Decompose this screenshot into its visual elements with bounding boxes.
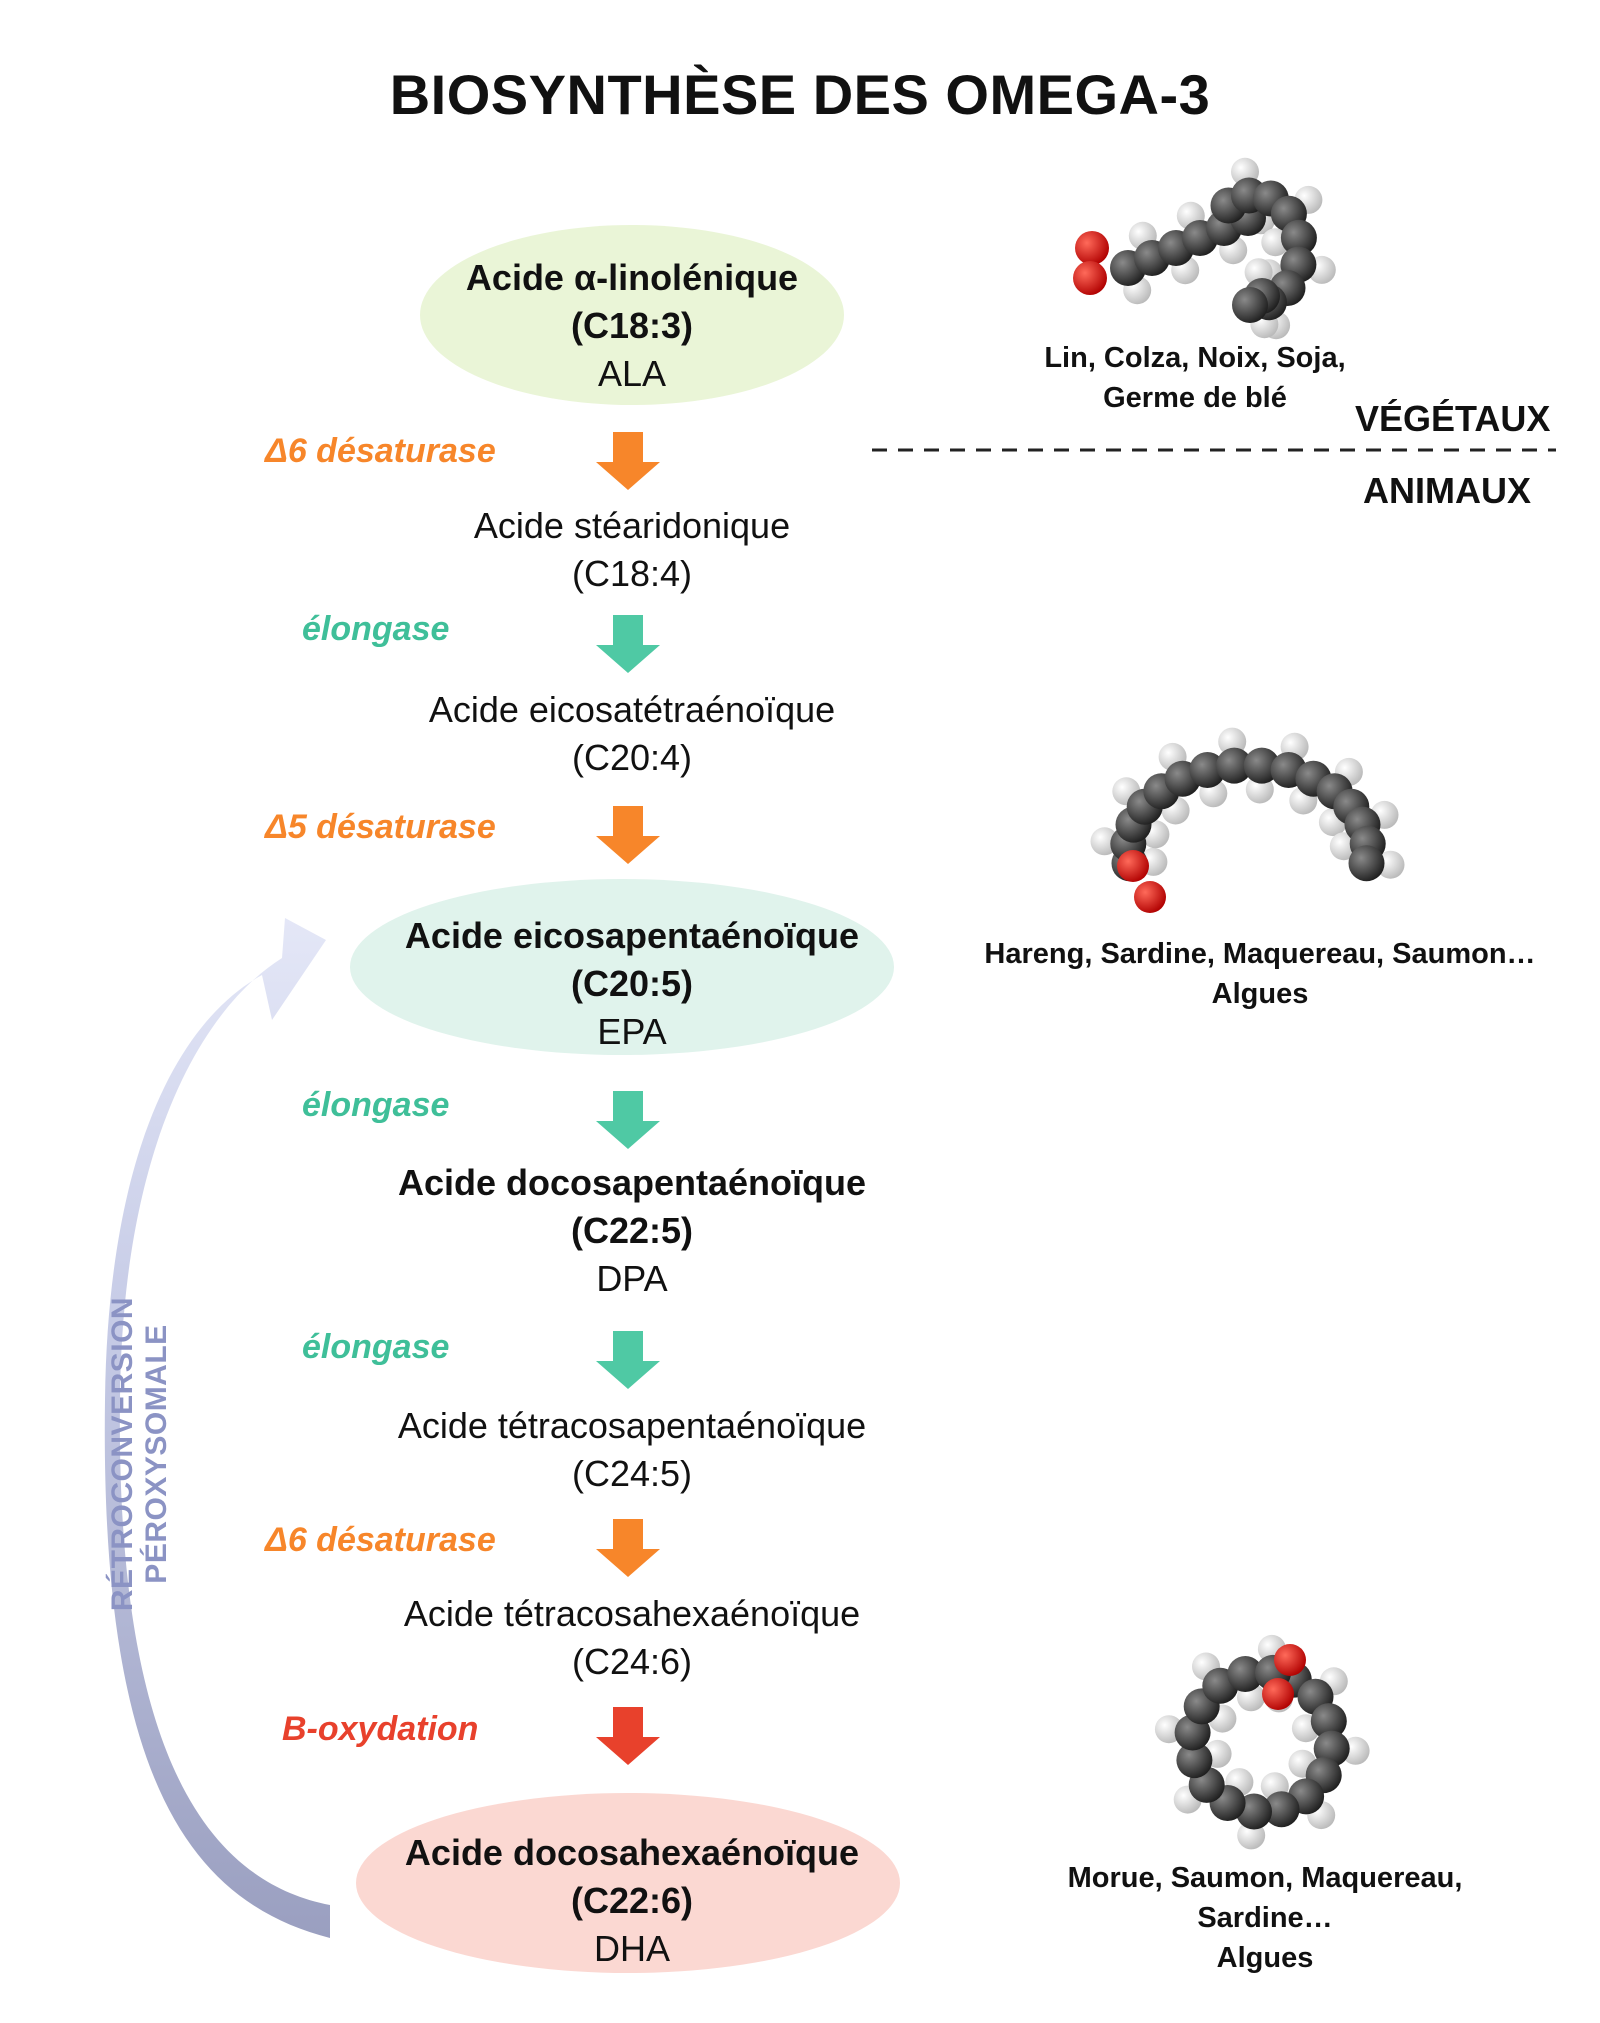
enzyme-delta6-desaturase-1: Δ6 désaturase: [265, 432, 496, 470]
source-fish-dha-line2: Sardine…: [1197, 1902, 1333, 1934]
dpa-formula: (C22:5): [570, 1210, 694, 1251]
ala-molecule-image: [1073, 157, 1336, 340]
carbon-atom: [1227, 1656, 1264, 1692]
label-vegetaux: VÉGÉTAUX: [1355, 398, 1551, 439]
oxygen-atom: [1117, 850, 1149, 882]
enzyme-elongase-3: élongase: [302, 1328, 450, 1366]
dha-formula: (C22:6): [570, 1880, 694, 1921]
arrow-elongase-3: [596, 1331, 660, 1389]
carbon-atom: [1216, 747, 1253, 784]
node-tetracosapenta: Acide tétracosapentaénoïque (C24:5): [322, 1402, 942, 1498]
epa-name: Acide eicosapentaénoïque: [404, 915, 860, 956]
tetracosapenta-formula: (C24:5): [571, 1453, 693, 1494]
oxygen-atom: [1134, 881, 1166, 913]
carbon-atom: [1189, 752, 1226, 788]
node-epa: Acide eicosapentaénoïque (C20:5) EPA: [322, 912, 942, 1056]
ala-abbr: ALA: [597, 353, 667, 394]
source-fish-epa: Hareng, Sardine, Maquereau, Saumon… Algu…: [930, 934, 1590, 1014]
carbon-atom: [1263, 1791, 1300, 1828]
arrow-elongase-1: [596, 615, 660, 673]
dha-name: Acide docosahexaénoïque: [404, 1832, 860, 1873]
eicosatetra-formula: (C20:4): [571, 737, 693, 778]
retroconversion-label: RÉTROCONVERSION PÉROXYSOMALE: [106, 1296, 173, 1612]
carbon-atom: [1243, 747, 1280, 784]
source-fish-dha-line3: Algues: [1216, 1942, 1314, 1974]
source-fish-epa-line1: Hareng, Sardine, Maquereau, Saumon…: [984, 938, 1536, 970]
source-fish-epa-line2: Algues: [1211, 978, 1309, 1010]
carbon-atom: [1348, 845, 1385, 882]
node-stearidonique: Acide stéaridonique (C18:4): [322, 502, 942, 598]
source-vegetal: Lin, Colza, Noix, Soja, Germe de blé: [1000, 338, 1390, 418]
epa-molecule-image: [1090, 727, 1405, 913]
tetracosahexa-name: Acide tétracosahexaénoïque: [403, 1593, 861, 1634]
node-tetracosahexa: Acide tétracosahexaénoïque (C24:6): [322, 1590, 942, 1686]
enzyme-delta6-desaturase-2: Δ6 désaturase: [265, 1521, 496, 1559]
stearidonique-formula: (C18:4): [571, 553, 693, 594]
epa-abbr: EPA: [597, 1011, 667, 1052]
node-dpa: Acide docosapentaénoïque (C22:5) DPA: [322, 1159, 942, 1303]
dpa-abbr: DPA: [596, 1258, 668, 1299]
label-animaux: ANIMAUX: [1363, 470, 1531, 511]
carbon-atom: [1176, 1742, 1213, 1779]
carbon-atom: [1280, 219, 1317, 256]
enzyme-b-oxydation: B-oxydation: [282, 1710, 479, 1748]
source-fish-dha: Morue, Saumon, Maquereau, Sardine… Algue…: [1030, 1858, 1500, 1978]
source-vegetal-line2: Germe de blé: [1103, 382, 1287, 414]
node-ala: Acide α-linolénique (C18:3) ALA: [322, 254, 942, 398]
oxygen-atom: [1274, 1644, 1306, 1676]
carbon-atom: [1310, 1703, 1347, 1740]
oxygen-atom: [1075, 231, 1109, 265]
source-vegetal-line1: Lin, Colza, Noix, Soja,: [1044, 342, 1346, 374]
arrow-b-oxydation: [596, 1707, 660, 1765]
dha-molecule-image: [1154, 1634, 1370, 1850]
node-eicosatetra: Acide eicosatétraénoïque (C20:4): [322, 686, 942, 782]
source-fish-dha-line1: Morue, Saumon, Maquereau,: [1067, 1862, 1463, 1894]
eicosatetra-name: Acide eicosatétraénoïque: [428, 689, 836, 730]
enzyme-elongase-1: élongase: [302, 610, 450, 648]
oxygen-atom: [1262, 1678, 1294, 1710]
ala-formula: (C18:3): [570, 305, 694, 346]
dha-ellipse: [356, 1793, 900, 1973]
arrow-delta5: [596, 806, 660, 864]
enzyme-elongase-2: élongase: [302, 1086, 450, 1124]
dpa-name: Acide docosapentaénoïque: [397, 1162, 867, 1203]
tetracosahexa-formula: (C24:6): [571, 1641, 693, 1682]
ala-name: Acide α-linolénique: [465, 257, 799, 298]
oxygen-atom: [1073, 261, 1107, 295]
arrow-elongase-2: [596, 1091, 660, 1149]
tetracosapenta-name: Acide tétracosapentaénoïque: [397, 1405, 867, 1446]
dha-abbr: DHA: [593, 1928, 670, 1969]
epa-formula: (C20:5): [570, 963, 694, 1004]
ala-ellipse: [420, 225, 844, 405]
epa-ellipse: [350, 879, 894, 1055]
arrow-delta6-1: [596, 432, 660, 490]
stearidonique-name: Acide stéaridonique: [473, 505, 791, 546]
diagram-title: BIOSYNTHÈSE DES OMEGA-3: [389, 63, 1211, 126]
arrow-delta6-2: [596, 1519, 660, 1577]
enzyme-delta5-desaturase: Δ5 désaturase: [265, 808, 496, 846]
node-dha: Acide docosahexaénoïque (C22:6) DHA: [322, 1829, 942, 1973]
carbon-atom: [1232, 287, 1268, 323]
